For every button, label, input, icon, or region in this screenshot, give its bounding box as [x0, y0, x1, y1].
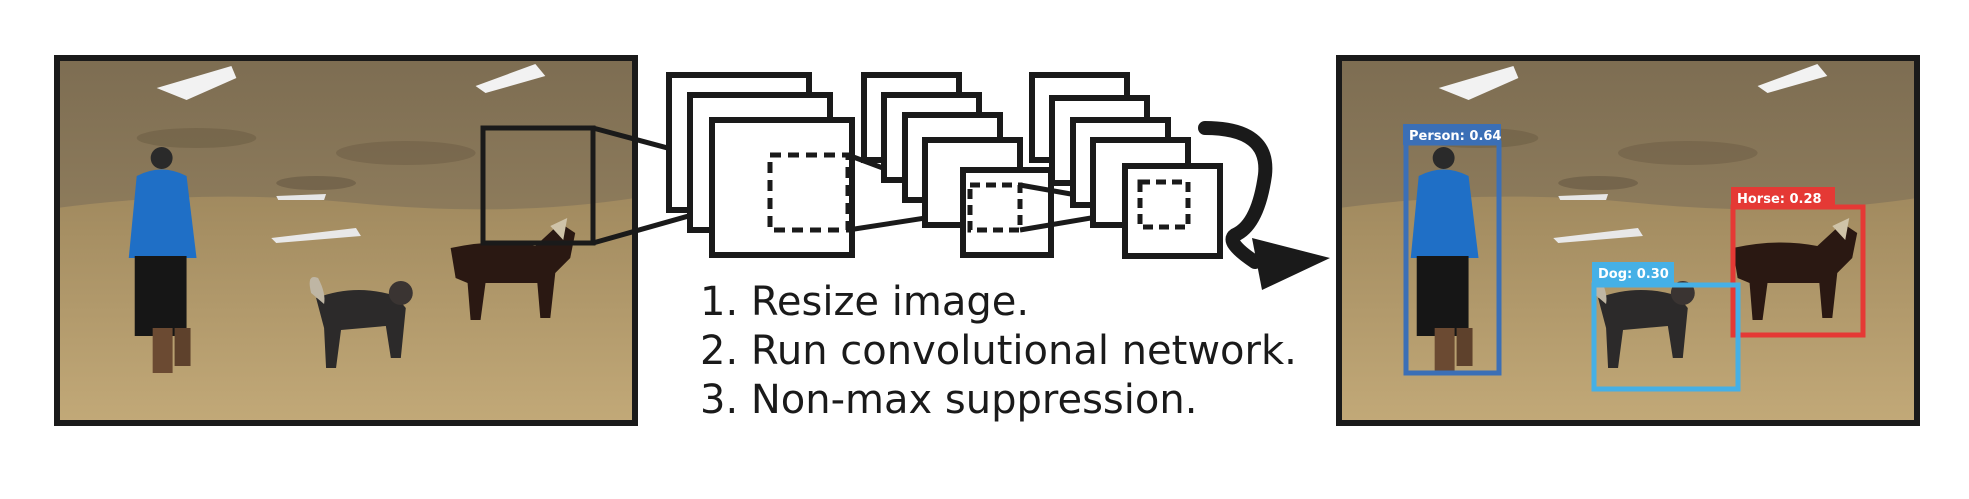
- detection-dog: Dog: 0.30: [1591, 262, 1741, 392]
- receptive-field-dashed-2: [967, 182, 1023, 233]
- pipeline-steps: 1. Resize image. 2. Run convolutional ne…: [700, 278, 1297, 425]
- detection-horse: Horse: 0.28: [1730, 187, 1866, 338]
- step-convolution: 2. Run convolutional network.: [700, 328, 1297, 374]
- output-image: [1336, 55, 1920, 426]
- conv-layer-stack-2: [861, 72, 1054, 258]
- crop-region-box: [480, 125, 596, 246]
- receptive-field-dashed: [767, 152, 851, 233]
- conv-layer-stack-3: [1029, 72, 1223, 259]
- detection-dog-label: Dog: 0.30: [1598, 267, 1669, 282]
- output-arrow: [1198, 121, 1330, 290]
- step-resize: 1. Resize image.: [700, 279, 1030, 325]
- detection-person-label: Person: 0.64: [1409, 129, 1501, 144]
- detection-horse-label: Horse: 0.28: [1737, 192, 1822, 207]
- input-image: [54, 55, 638, 426]
- detection-person: Person: 0.64: [1403, 124, 1502, 376]
- conv-layer-stack-1: [666, 72, 855, 258]
- step-nms: 3. Non-max suppression.: [700, 377, 1198, 423]
- receptive-field-dashed-3: [1137, 179, 1191, 230]
